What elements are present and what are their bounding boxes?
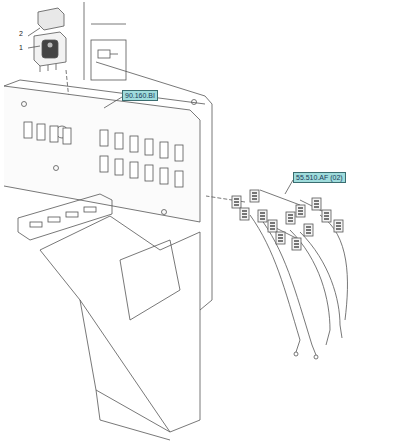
lower-panel [18,194,112,240]
screw [192,100,197,105]
callout-number: 1 [19,44,23,52]
part-reference: 90.160.BI [125,91,155,100]
lower-slots [30,207,96,227]
console-body [40,216,200,432]
wiring-harness [250,190,347,359]
callout-box: 55.510.AF (02) [293,172,346,183]
switch-slots [24,122,183,187]
console-body [96,390,170,440]
leader-line [28,46,40,48]
screw [162,210,167,215]
rocker-switch [34,8,66,72]
callout-box: 90.160.BI [122,90,158,101]
callout-number: 2 [19,30,23,38]
leader-line [104,97,122,108]
inset-box [91,40,126,80]
switch-symbol [110,54,118,55]
console-cutout [120,240,180,320]
leader-line [285,180,293,194]
console-body [80,300,170,432]
switch-panel [4,80,205,104]
screw [22,102,27,107]
inset-frame [84,2,85,80]
screw [54,166,59,171]
switch-symbol [98,50,110,58]
harness-connectors [232,190,343,250]
part-reference: 55.510.AF (02) [296,173,343,182]
leader-line [28,28,40,36]
switch-panel [4,86,200,222]
inset-frame [91,24,126,25]
